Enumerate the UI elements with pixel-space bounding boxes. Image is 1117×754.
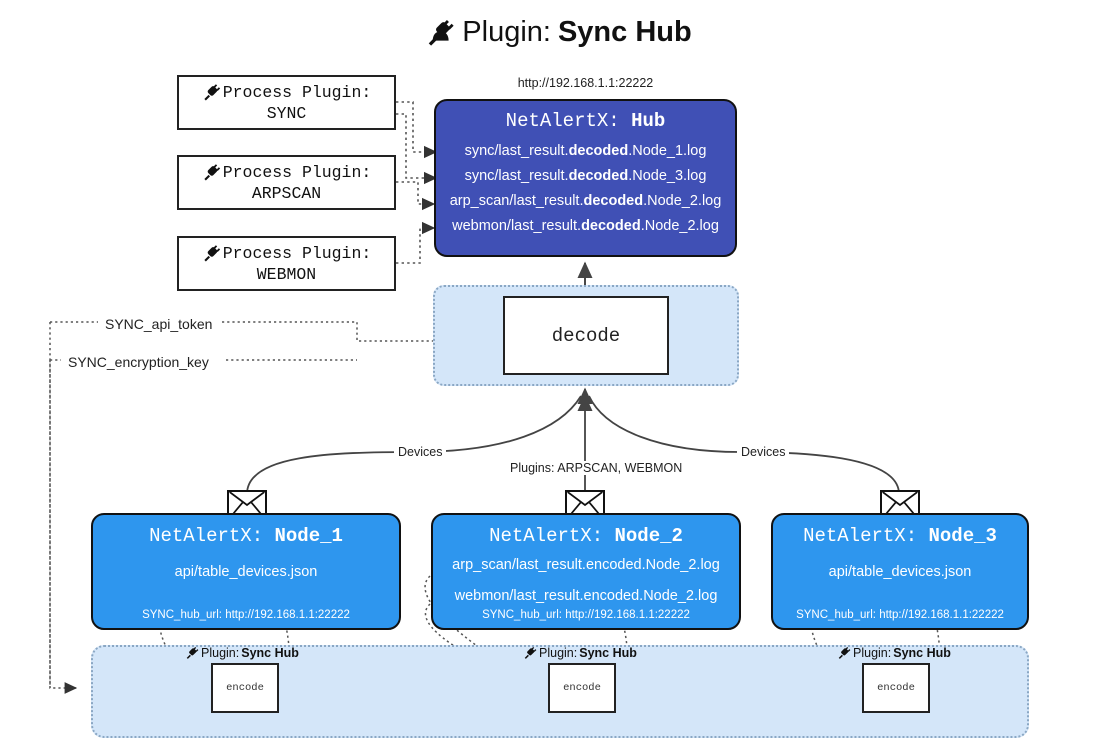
logline-em: decoded	[568, 168, 629, 184]
decode-box[interactable]: decode	[503, 296, 669, 375]
edge-label-plugins: Plugins: ARPSCAN, WEBMON	[506, 461, 687, 475]
process-plugin-box-arpscan[interactable]: Process Plugin: ARPSCAN	[177, 155, 396, 210]
title-name: Sync Hub	[557, 16, 692, 48]
node-title-name: Node_2	[614, 525, 683, 547]
node-line: api/table_devices.json	[174, 564, 318, 580]
encode-plugin-label: Plugin: Sync Hub	[837, 646, 951, 660]
logline-post: .Node_3.log	[628, 168, 707, 184]
encode-plugin-name: Sync Hub	[579, 646, 637, 660]
encode-plugin-prefix: Plugin:	[539, 646, 578, 660]
node-box-node-3[interactable]: NetAlertX: Node_3 api/table_devices.json…	[771, 513, 1029, 630]
encode-plugin-name: Sync Hub	[893, 646, 951, 660]
hub-logline: sync/last_result.decoded.Node_1.log	[436, 139, 735, 164]
encode-plugin-prefix: Plugin:	[853, 646, 892, 660]
node-title: NetAlertX: Node_1	[93, 525, 399, 547]
logline-post: .Node_1.log	[628, 143, 707, 159]
process-plugin-caption: Process Plugin:	[222, 82, 372, 102]
process-plugin-box-sync[interactable]: Process Plugin: SYNC	[177, 75, 396, 130]
hub-node[interactable]: NetAlertX: Hub sync/last_result.decoded.…	[434, 99, 737, 257]
page-title: Plugin: Sync Hub	[0, 16, 1117, 49]
node-footer: SYNC_hub_url: http://192.168.1.1:22222	[142, 609, 350, 621]
plug-icon	[425, 18, 455, 48]
encode-box[interactable]: encode	[548, 663, 616, 713]
edge-label-devices-left: Devices	[394, 445, 447, 459]
logline-pre: webmon/last_result.	[452, 218, 582, 234]
process-plugin-name: ARPSCAN	[251, 183, 322, 203]
logline-pre: sync/last_result.	[464, 168, 569, 184]
plug-icon	[837, 646, 851, 660]
logline-em: decoded	[583, 193, 644, 209]
title-prefix: Plugin:	[462, 16, 551, 48]
node-box-node-1[interactable]: NetAlertX: Node_1 api/table_devices.json…	[91, 513, 401, 630]
node-title: NetAlertX: Node_3	[773, 525, 1027, 547]
plug-icon	[202, 244, 221, 263]
plug-icon	[185, 646, 199, 660]
node-title-name: Node_3	[928, 525, 997, 547]
hub-logline: arp_scan/last_result.decoded.Node_2.log	[436, 189, 735, 214]
hub-title-name: Hub	[631, 110, 666, 132]
plug-icon	[202, 83, 221, 102]
process-plugin-name: WEBMON	[256, 264, 317, 284]
hub-logline: webmon/last_result.decoded.Node_2.log	[436, 214, 735, 239]
sync-api-token-label: SYNC_api_token	[101, 316, 217, 332]
logline-em: decoded	[568, 143, 629, 159]
hub-title: NetAlertX: Hub	[436, 110, 735, 132]
node-title-prefix: NetAlertX:	[149, 525, 275, 547]
logline-post: .Node_2.log	[643, 193, 722, 209]
sync-encryption-key-label: SYNC_encryption_key	[64, 354, 213, 370]
hub-title-prefix: NetAlertX:	[505, 110, 632, 132]
node-title-name: Node_1	[274, 525, 343, 547]
encode-plugin-prefix: Plugin:	[201, 646, 240, 660]
logline-post: .Node_2.log	[640, 218, 719, 234]
encode-plugin-label: Plugin: Sync Hub	[185, 646, 299, 660]
node-line: api/table_devices.json	[828, 564, 972, 580]
hub-url-label: http://192.168.1.1:22222	[517, 76, 654, 90]
process-plugin-caption: Process Plugin:	[222, 243, 372, 263]
process-plugin-box-webmon[interactable]: Process Plugin: WEBMON	[177, 236, 396, 291]
edge-label-devices-right: Devices	[737, 445, 790, 459]
process-plugin-caption: Process Plugin:	[222, 162, 372, 182]
node-title: NetAlertX: Node_2	[433, 525, 739, 547]
logline-em: decoded	[581, 218, 641, 234]
node-title-prefix: NetAlertX:	[803, 525, 929, 547]
encode-plugin-label: Plugin: Sync Hub	[523, 646, 637, 660]
node-footer: SYNC_hub_url: http://192.168.1.1:22222	[482, 609, 690, 621]
process-plugin-name: SYNC	[266, 103, 307, 123]
encode-box[interactable]: encode	[211, 663, 279, 713]
encode-plugin-name: Sync Hub	[241, 646, 299, 660]
node-line: arp_scan/last_result.encoded.Node_2.log	[452, 557, 720, 573]
plug-icon	[202, 163, 221, 182]
node-title-prefix: NetAlertX:	[489, 525, 615, 547]
node-footer: SYNC_hub_url: http://192.168.1.1:22222	[796, 609, 1004, 621]
hub-logline: sync/last_result.decoded.Node_3.log	[436, 164, 735, 189]
encode-box[interactable]: encode	[862, 663, 930, 713]
node-line: webmon/last_result.encoded.Node_2.log	[454, 588, 718, 604]
logline-pre: arp_scan/last_result.	[449, 193, 584, 209]
node-box-node-2[interactable]: NetAlertX: Node_2 arp_scan/last_result.e…	[431, 513, 741, 630]
logline-pre: sync/last_result.	[464, 143, 569, 159]
plug-icon	[523, 646, 537, 660]
